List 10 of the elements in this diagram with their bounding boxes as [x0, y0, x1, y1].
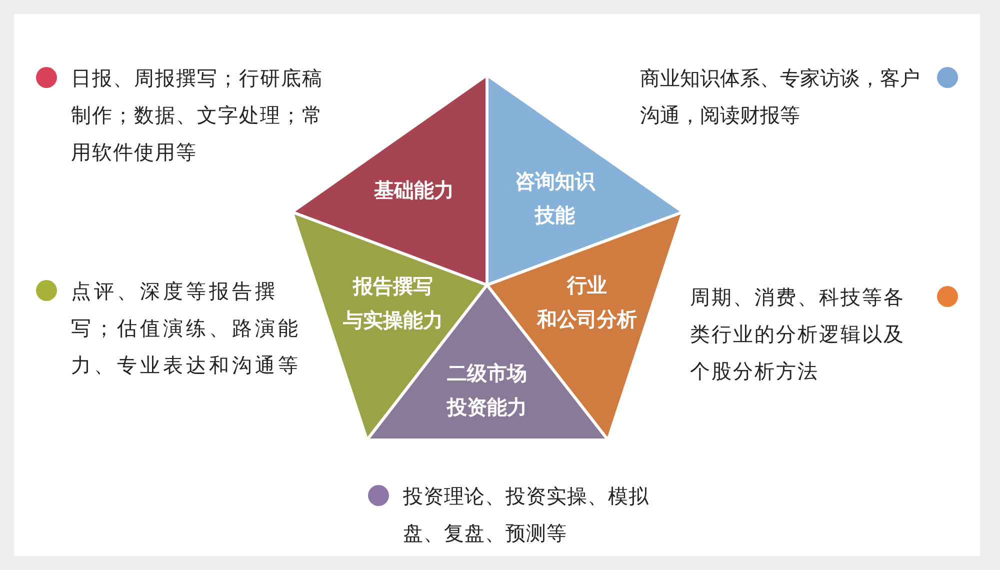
description-text: 日报、周报撰写；行研底稿制作；数据、文字处理；常用软件使用等	[71, 65, 324, 166]
segment-label: 基础能力	[374, 177, 454, 204]
description-text: 点评、深度等报告撰写；估值演练、路演能力、专业表达和沟通等	[71, 278, 302, 379]
description-text: 周期、消费、科技等各类行业的分析逻辑以及个股分析方法	[690, 284, 906, 385]
segment-label: 咨询知识技能	[515, 168, 595, 229]
segment-label: 二级市场投资能力	[447, 360, 527, 421]
segment-label: 报告撰写与实操能力	[343, 273, 443, 334]
description-text: 商业知识体系、专家访谈，客户沟通，阅读财报等	[640, 65, 921, 129]
segment-label: 行业和公司分析	[537, 272, 637, 333]
description-text: 投资理论、投资实操、模拟盘、复盘、预测等	[403, 483, 650, 547]
